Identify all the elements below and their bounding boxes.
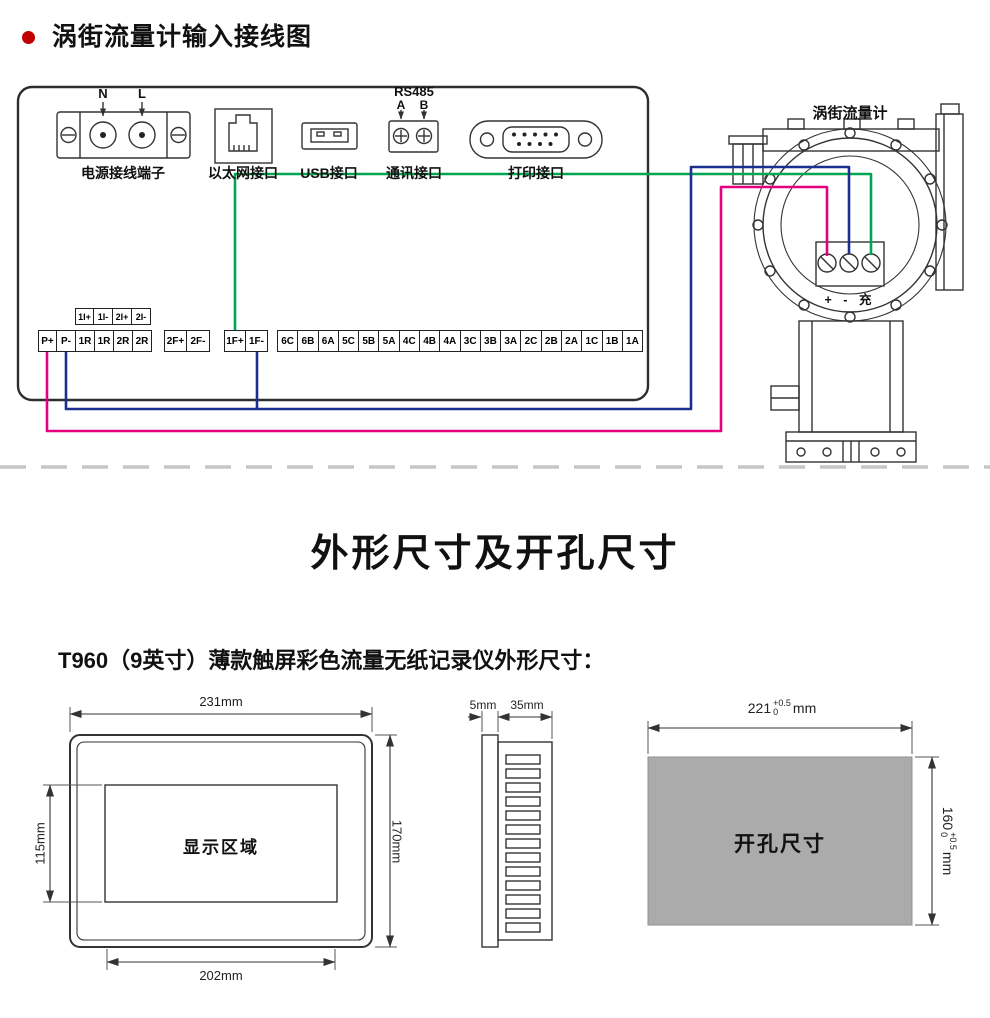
flowmeter-drawing <box>728 103 964 463</box>
comm-port-drawing <box>388 110 439 153</box>
power-n-label: N <box>98 86 108 101</box>
rs485-a-label: A <box>396 98 406 112</box>
cutout-height-value: 160 <box>940 806 956 831</box>
tolerance-lower: 0 <box>938 832 949 838</box>
terminal-cell: 4B <box>419 330 441 352</box>
terminal-strip-power-relay: P+ P- 1R 1R 2R 2R <box>38 330 152 352</box>
page-title: 涡街流量计输入接线图 <box>52 23 313 51</box>
cutout-height-unit: mm <box>940 851 956 876</box>
power-terminal-drawing <box>56 102 191 159</box>
terminal-cell: 6A <box>318 330 339 352</box>
terminal-strip-freq2: 2F+ 2F- <box>164 330 210 352</box>
usb-port-label: USB接口 <box>300 165 358 181</box>
ethernet-port-drawing <box>214 108 273 164</box>
terminal-cell: 6C <box>277 330 299 352</box>
tolerance-upper: +0.5 <box>947 832 958 850</box>
terminal-cell: 2B <box>541 330 562 352</box>
wire-blue-negative <box>64 165 851 411</box>
terminal-cell: 2F+ <box>164 330 187 352</box>
terminal-cell: 1F+ <box>224 330 246 352</box>
rs485-b-label: B <box>419 98 429 112</box>
terminal-strip-analog-inputs: 6C 6B 6A 5C 5B 5A 4C 4B 4A 3C 3B 3A 2C 2… <box>277 330 644 352</box>
cutout-drawing <box>647 721 939 926</box>
terminal-cell: 2I- <box>132 308 151 325</box>
cutout-width-unit: mm <box>792 700 817 716</box>
terminal-cell: 6B <box>298 330 319 352</box>
terminal-cell: 4C <box>399 330 420 352</box>
terminal-cell: 2R <box>133 330 152 352</box>
terminal-strip-freq1: 1F+ 1F- <box>224 330 268 352</box>
wire-green-pulse <box>233 172 873 331</box>
terminal-cell: 1R <box>76 330 95 352</box>
red-bullet-icon <box>22 31 35 44</box>
front-height-dimension: 170mm <box>389 819 405 864</box>
terminal-cell: 1I+ <box>75 308 94 325</box>
terminal-cell: 1F- <box>246 330 268 352</box>
terminal-cell: 3A <box>501 330 522 352</box>
front-width-dimension: 231mm <box>199 694 243 709</box>
cutout-width-value: 221 <box>747 700 772 716</box>
terminal-cell: 1A <box>622 330 644 352</box>
terminal-cell: 3B <box>480 330 502 352</box>
terminal-cell: 1C <box>582 330 603 352</box>
terminal-cell: 3C <box>460 330 481 352</box>
section-title: 外形尺寸及开孔尺寸 <box>310 533 680 575</box>
printer-port-drawing <box>469 120 603 159</box>
cutout-area-label: 开孔尺寸 <box>734 832 826 856</box>
terminal-cell: 2R <box>114 330 133 352</box>
usb-port-drawing <box>301 122 358 150</box>
front-rear-width-dimension: 202mm <box>199 968 243 983</box>
signal-wires <box>45 165 873 433</box>
side-bezel-dimension: 5mm <box>469 698 497 712</box>
terminal-cell: 1B <box>602 330 623 352</box>
power-l-label: L <box>138 86 146 101</box>
terminal-cell: 1I- <box>94 308 113 325</box>
section-subtitle: T960（9英寸）薄款触屏彩色流量无纸记录仪外形尺寸： <box>58 648 605 673</box>
terminal-cell: 5B <box>359 330 380 352</box>
tolerance-upper: +0.5 <box>773 698 791 709</box>
display-area-label: 显示区域 <box>183 838 259 857</box>
terminal-cell: 2A <box>561 330 583 352</box>
terminal-cell: 5C <box>338 330 360 352</box>
comm-port-label: 通讯接口 <box>386 165 442 181</box>
rs485-label: RS485 <box>394 84 434 99</box>
terminal-cell: 2I+ <box>113 308 132 325</box>
recorder-panel-outline <box>16 85 650 402</box>
power-port-label: 电源接线端子 <box>81 165 165 181</box>
wire-magenta-positive <box>45 185 829 433</box>
flowmeter-terminal-marks: + - 充 <box>824 293 876 307</box>
terminal-cell: 4A <box>440 330 461 352</box>
tolerance-lower: 0 <box>773 707 779 718</box>
terminal-cell: P- <box>57 330 76 352</box>
printer-port-label: 打印接口 <box>508 165 564 181</box>
terminal-cell: 2F- <box>187 330 210 352</box>
terminal-cell: 1R <box>95 330 114 352</box>
side-view-drawing <box>468 711 553 948</box>
front-display-height-dimension: 115mm <box>32 822 48 865</box>
terminal-cell: 5A <box>379 330 400 352</box>
terminal-cell: P+ <box>38 330 57 352</box>
flowmeter-label: 涡街流量计 <box>812 105 888 122</box>
terminal-strip-current-inputs: 1I+ 1I- 2I+ 2I- <box>75 308 151 325</box>
terminal-cell: 2C <box>521 330 542 352</box>
side-depth-dimension: 35mm <box>510 698 544 712</box>
ethernet-port-label: 以太网接口 <box>208 165 278 181</box>
